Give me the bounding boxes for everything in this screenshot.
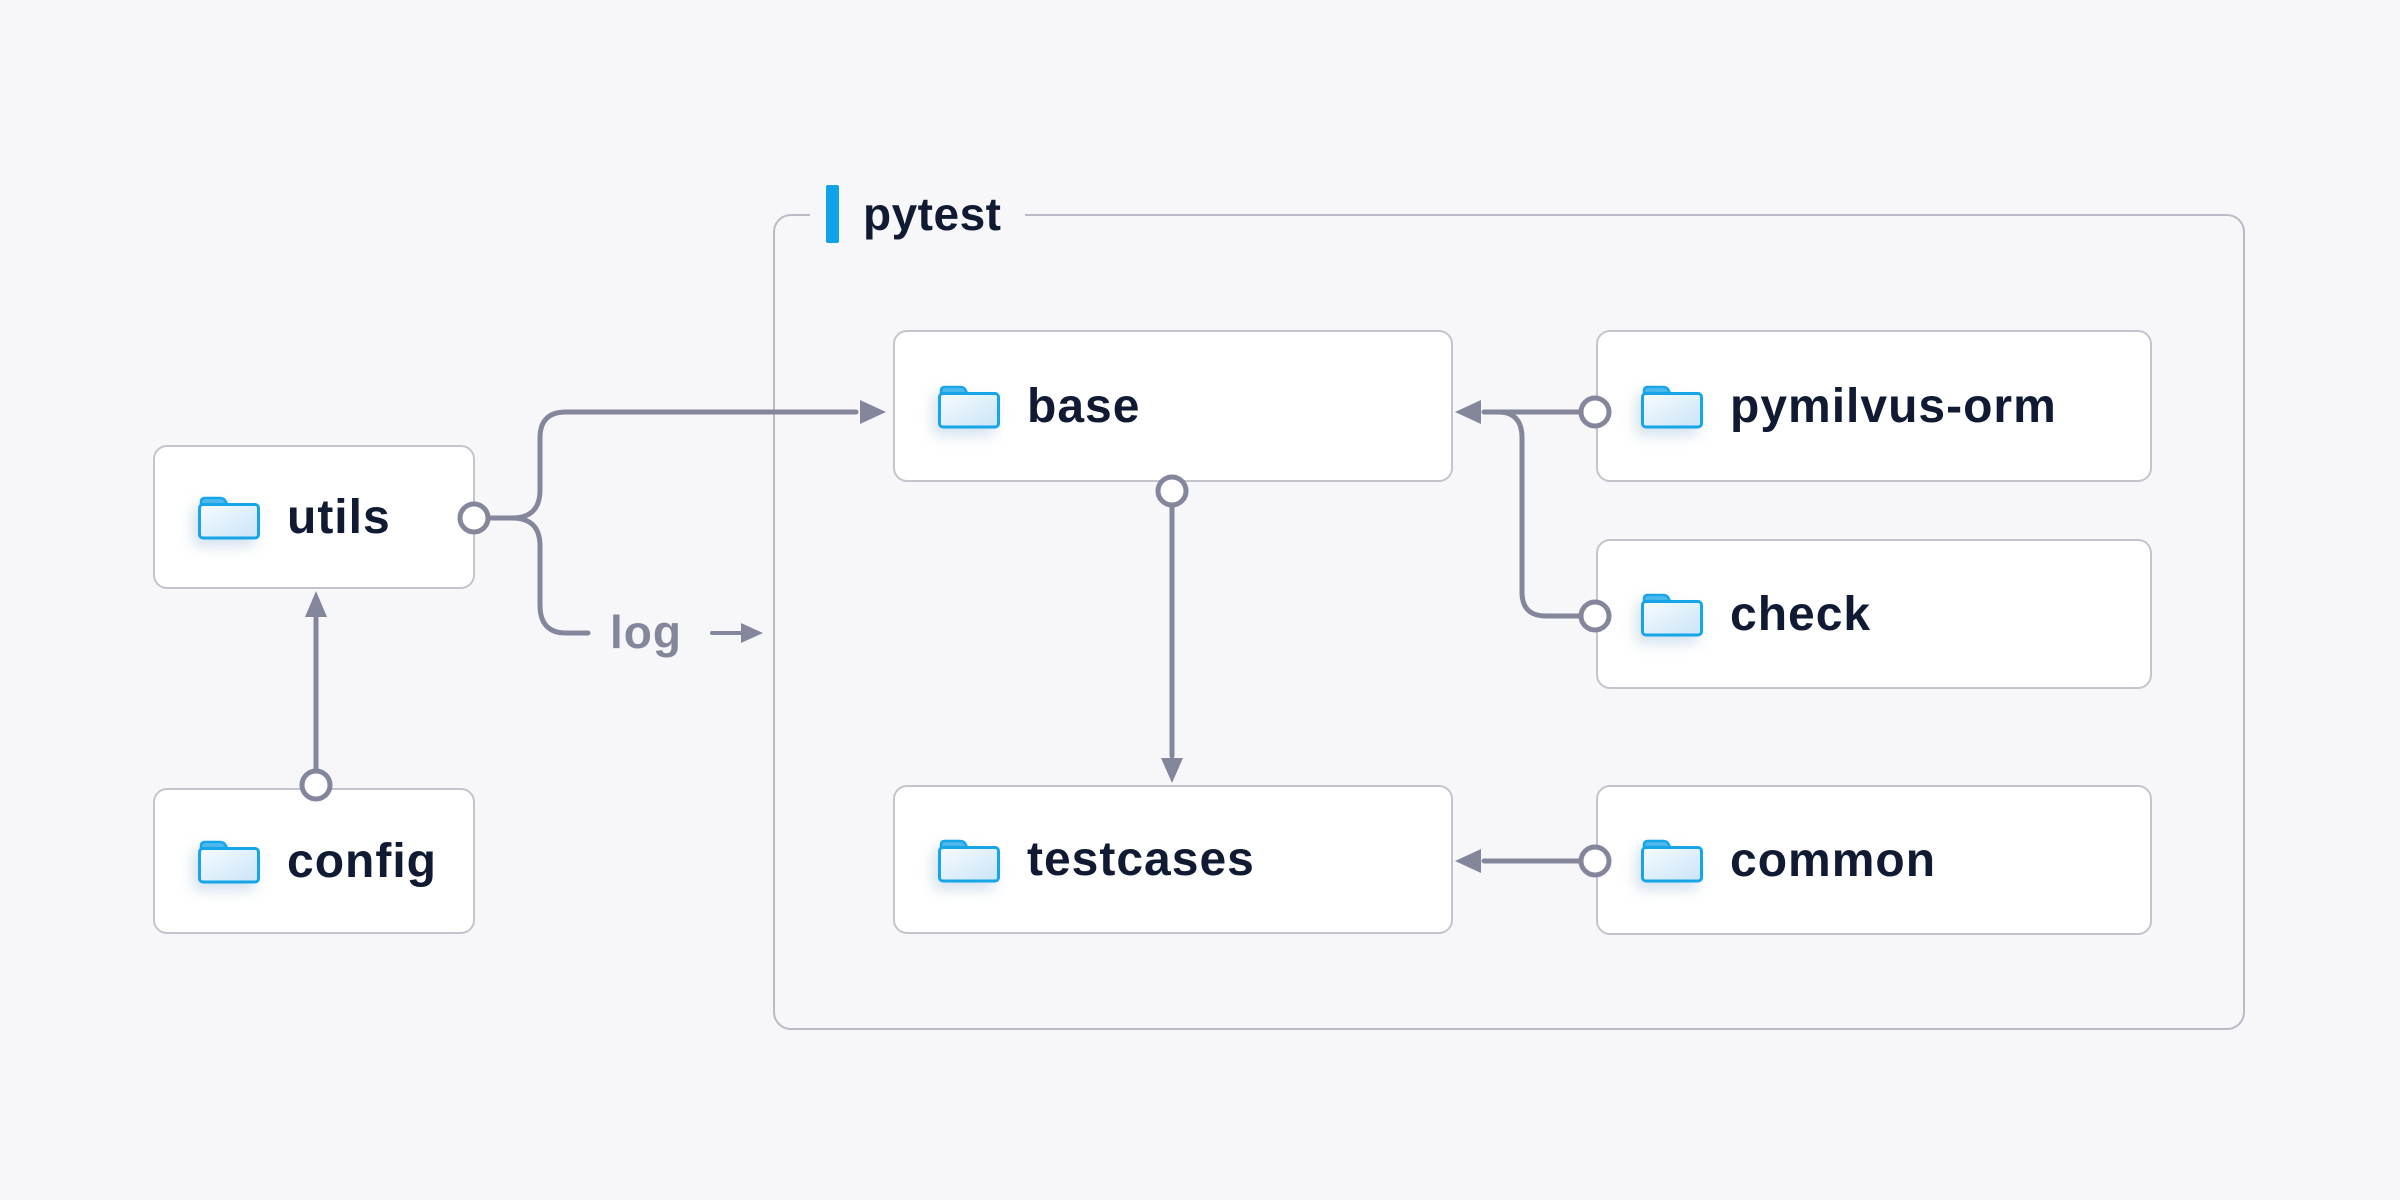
folder-icon [1641, 385, 1703, 429]
pytest-container-label: pytest [810, 183, 1026, 245]
node-label: config [287, 834, 437, 888]
node-check: check [1596, 539, 2152, 689]
arrowhead-right-small [741, 623, 763, 643]
folder-icon [938, 839, 1000, 882]
node-utils: utils [153, 445, 475, 589]
node-label: base [1027, 379, 1141, 433]
node-common: common [1596, 785, 2152, 935]
node-testcases: testcases [893, 785, 1453, 934]
node-label: common [1730, 833, 1937, 887]
folder-icon [198, 496, 260, 540]
accent-bar [826, 185, 839, 243]
node-base: base [893, 330, 1453, 482]
arrowhead-up [305, 591, 327, 617]
node-pymilvus-orm: pymilvus-orm [1596, 330, 2152, 482]
folder-icon [1641, 593, 1703, 637]
node-label: utils [287, 490, 391, 544]
folder-icon [938, 385, 1000, 429]
node-label: check [1730, 587, 1872, 641]
folder-icon [198, 840, 260, 884]
node-label: pymilvus-orm [1730, 379, 2057, 433]
folder-icon [1641, 839, 1703, 883]
container-title: pytest [863, 188, 1002, 240]
node-label: testcases [1027, 833, 1255, 886]
pytest-container [773, 214, 2245, 1030]
node-config: config [153, 788, 475, 934]
edge-label-log: log [610, 606, 682, 658]
edge-utils-log [487, 515, 591, 636]
